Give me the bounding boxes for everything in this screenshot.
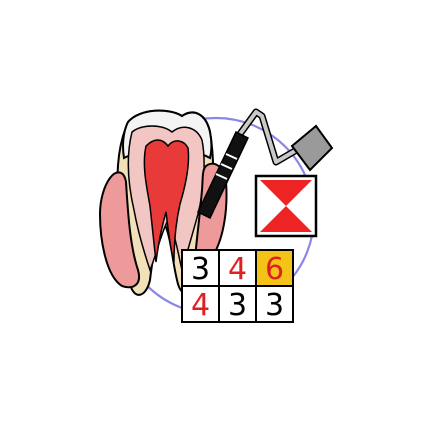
chart-cell-value: 3 (265, 288, 284, 323)
probe-marking (220, 163, 233, 170)
dental-probe (197, 108, 334, 220)
chart-cell (181, 285, 220, 323)
chart-cell-value: 4 (228, 252, 247, 287)
probe-wire-inner (238, 110, 302, 164)
hourglass-marker (254, 174, 318, 238)
chart-cell-value: 3 (191, 252, 210, 287)
gum-left (98, 171, 140, 289)
probe-marking (215, 173, 228, 180)
chart-cell (255, 285, 294, 323)
chart-cell (218, 285, 257, 323)
probe-marking (225, 153, 238, 160)
probe-paddle (290, 124, 334, 172)
probe-handle (197, 130, 249, 220)
hourglass-top (260, 180, 312, 206)
tooth-illustration (98, 109, 228, 296)
chart-cell-value: 6 (265, 252, 284, 287)
hourglass-bottom (260, 206, 312, 232)
chart-cell (181, 249, 220, 287)
chart-cell-value: 4 (191, 288, 210, 323)
tooth-pulp (143, 139, 190, 263)
chart-cell (218, 249, 257, 287)
chart-cell-value: 3 (228, 288, 247, 323)
